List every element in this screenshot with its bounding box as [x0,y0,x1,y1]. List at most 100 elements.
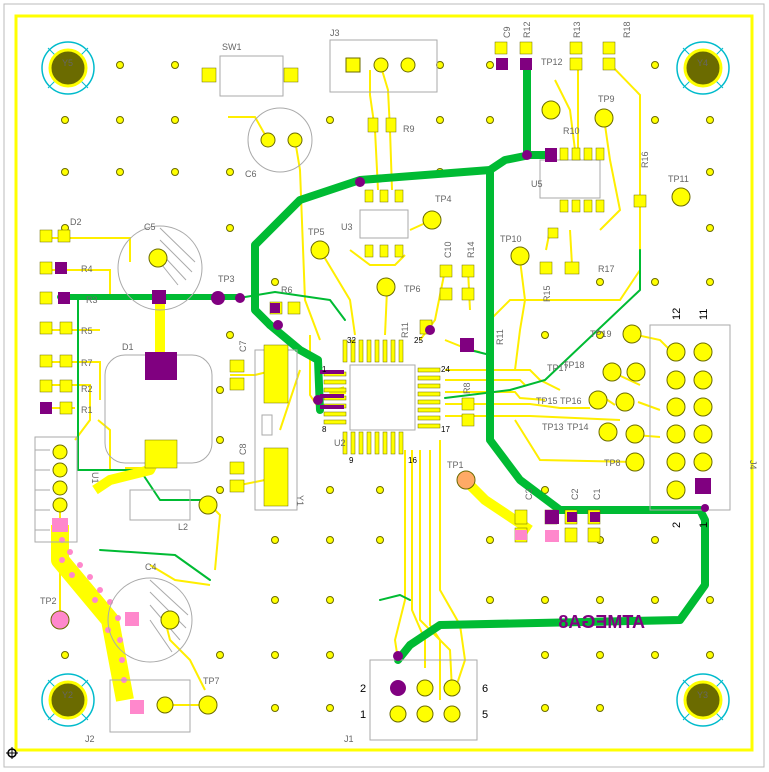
label-TP10: TP10 [500,234,522,244]
through-hole-pads [52,57,713,723]
pin-u2-16: 16 [408,456,417,465]
label-Y3: Y3 [697,690,708,700]
label-R7: R7 [81,358,93,368]
label-TP5: TP5 [308,227,325,237]
label-C3: C3 [524,488,534,500]
label-Y2: Y2 [62,690,73,700]
label-TP8: TP8 [604,458,621,468]
mounting-hole-y3 [676,673,730,727]
label-J3: J3 [330,28,340,38]
label-R15: R15 [542,285,552,302]
pin-u2-17: 17 [441,425,450,434]
label-TP19: TP19 [590,329,612,339]
label-TP4: TP4 [435,194,452,204]
pin-labels: 32 25 1 8 9 16 17 24 12 11 2 1 2 6 1 5 [322,308,710,721]
label-C4: C4 [145,562,157,572]
pink-vias [59,537,127,683]
label-U2: U2 [334,438,346,448]
origin-marker [6,747,18,759]
label-TP13: TP13 [542,422,564,432]
wide-traces [92,297,533,535]
label-R1: R1 [81,405,93,415]
special-pads [50,414,476,696]
label-R5: R5 [81,326,93,336]
label-R8: R8 [462,382,472,394]
label-U3: U3 [341,222,353,232]
label-SW1: SW1 [222,42,242,52]
label-D1: D1 [122,342,134,352]
pin-u2-25: 25 [414,336,423,345]
label-R9: R9 [403,124,415,134]
label-R3: R3 [86,295,98,305]
label-C1: C1 [592,488,602,500]
hatching [35,227,196,653]
label-C7: C7 [238,340,248,352]
pin-j1-5: 5 [482,709,488,721]
mirrored-silkscreen-text: ATMEGA8 [558,612,645,632]
label-R6: R6 [281,285,293,295]
label-TP3: TP3 [218,274,235,284]
pin-j4-1: 1 [698,522,710,528]
label-TP15: TP15 [536,396,558,406]
label-U5: U5 [531,179,543,189]
label-D2: D2 [70,217,82,227]
label-J4: J4 [748,460,758,470]
label-TP14: TP14 [567,422,589,432]
label-R11a: R11 [400,322,410,338]
pin-u2-24: 24 [441,365,450,374]
label-C5: C5 [144,222,156,232]
purple-pads [40,58,711,524]
via-grid [61,61,714,712]
label-R14: R14 [466,241,476,258]
pin-j4-12: 12 [671,308,683,320]
pin-u2-32: 32 [347,336,356,345]
label-TP7: TP7 [203,676,220,686]
board-outline [14,14,754,752]
pin-u2-9: 9 [349,456,354,465]
pin-j4-2: 2 [671,522,683,528]
board-edge [3,3,765,768]
label-TP17: TP17 [547,363,569,373]
label-C6: C6 [245,169,257,179]
designator-labels: Y5 Y4 Y2 Y3 SW1 J3 C9 R12 R13 R18 TP12 T… [40,21,758,744]
label-C10: C10 [443,241,453,258]
label-J1: J1 [344,734,354,744]
label-R12: R12 [522,21,532,38]
label-TP2: TP2 [40,596,57,606]
pin-j1-6: 6 [482,683,488,695]
label-R13: R13 [572,21,582,38]
label-TP1: TP1 [447,460,464,470]
label-Y4: Y4 [697,58,708,68]
label-TP6: TP6 [404,284,421,294]
label-L2: L2 [178,522,188,532]
label-R4: R4 [81,264,93,274]
label-C8: C8 [238,443,248,455]
pink-pads [52,518,559,714]
label-R16: R16 [640,151,650,168]
label-Y5: Y5 [62,58,73,68]
label-Y1: Y1 [295,495,305,506]
mounting-hole-y5 [41,41,95,95]
label-R10: R10 [563,126,580,136]
label-C2: C2 [570,488,580,500]
label-R2: R2 [81,384,93,394]
pin-j4-11: 11 [698,309,710,320]
pin-j1-2: 2 [360,683,366,695]
mounting-hole-y4 [676,41,730,95]
label-TP11: TP11 [668,174,689,184]
component-outlines [34,39,731,741]
pin-u2-1: 1 [322,365,327,374]
pin-j1-1: 1 [360,709,366,721]
label-TP12: TP12 [541,57,563,67]
label-U1: U1 [90,472,100,484]
mounting-hole-y2 [41,673,95,727]
label-R17: R17 [598,264,615,274]
label-R18: R18 [622,21,632,38]
label-TP9: TP9 [598,94,615,104]
label-C9: C9 [502,26,512,38]
label-TP18: TP18 [563,360,585,370]
label-TP16: TP16 [560,396,582,406]
label-J2: J2 [85,734,95,744]
label-R11b: R11 [495,329,505,345]
